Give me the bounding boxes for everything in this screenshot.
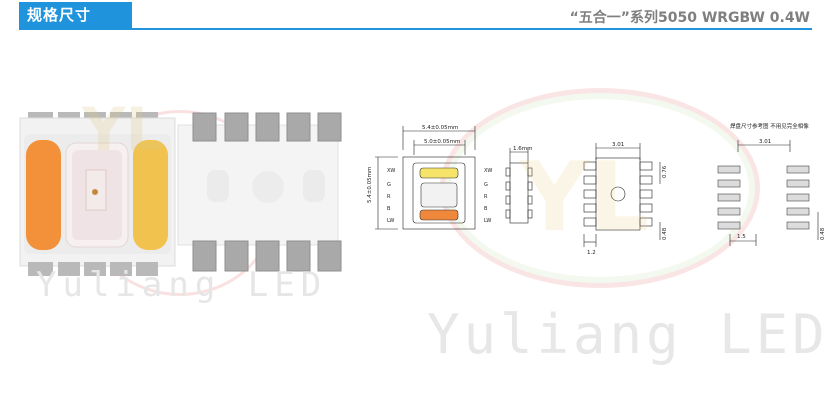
right-pin-labels: XW G R B LW <box>484 168 492 224</box>
watermark-brand-left: YL <box>81 100 164 165</box>
warm-white-chip <box>26 140 61 250</box>
dim-land-len: 1.5 <box>737 234 746 240</box>
left-pin-labels: XW G R B LW <box>387 168 395 224</box>
svg-text:XW: XW <box>484 168 492 174</box>
header: 规格尺寸 “五合一”系列5050 WRGBW 0.4W <box>0 0 830 30</box>
dim-top-width: 5.4±0.05mm <box>422 125 458 131</box>
watermark-brand-right: YL <box>519 143 649 253</box>
svg-text:LW: LW <box>484 218 491 224</box>
svg-text:XW: XW <box>387 168 395 174</box>
dimension-drawing: 5.4±0.05mm 5.0±0.05mm 5.4±0.05mm 1.6mm 3… <box>367 122 826 256</box>
svg-text:LW: LW <box>387 218 394 224</box>
drawing-lw-window <box>419 209 459 221</box>
led-back-package <box>177 112 342 272</box>
dim-land-pitch: 3.01 <box>759 139 771 145</box>
svg-text:G: G <box>387 182 391 188</box>
svg-text:G: G <box>484 182 488 188</box>
series-title: “五合一”系列5050 WRGBW 0.4W <box>569 10 810 26</box>
watermark-text-small: Yuliang LED <box>36 265 328 305</box>
led-product-photo: YL <box>19 100 342 276</box>
svg-text:R: R <box>484 194 488 200</box>
section-title-tab: 规格尺寸 <box>19 2 132 28</box>
header-divider <box>19 28 812 30</box>
svg-text:B: B <box>387 206 391 212</box>
svg-text:B: B <box>484 206 488 212</box>
yellow-white-chip <box>133 140 168 250</box>
dim-side-height: 5.4±0.05mm <box>367 167 373 203</box>
dim-thickness: 1.6mm <box>513 146 532 152</box>
drawing-xw-window <box>419 167 459 179</box>
dim-pad-len: 1.2 <box>587 250 596 256</box>
watermark-text-large: Yuliang LED <box>427 303 829 366</box>
dim-pad-width: 0.48 <box>662 227 668 240</box>
dim-inner-width: 5.0±0.05mm <box>424 139 460 145</box>
svg-text:R: R <box>387 194 391 200</box>
led-front-package <box>19 112 176 276</box>
dim-pad-pitch: 3.01 <box>612 142 624 148</box>
land-pattern-note: 焊盘尺寸参考图 不用见完全相像 <box>730 122 809 130</box>
dim-pad-spacing: 0.76 <box>662 165 668 178</box>
dim-land-width: 0.48 <box>820 227 826 240</box>
